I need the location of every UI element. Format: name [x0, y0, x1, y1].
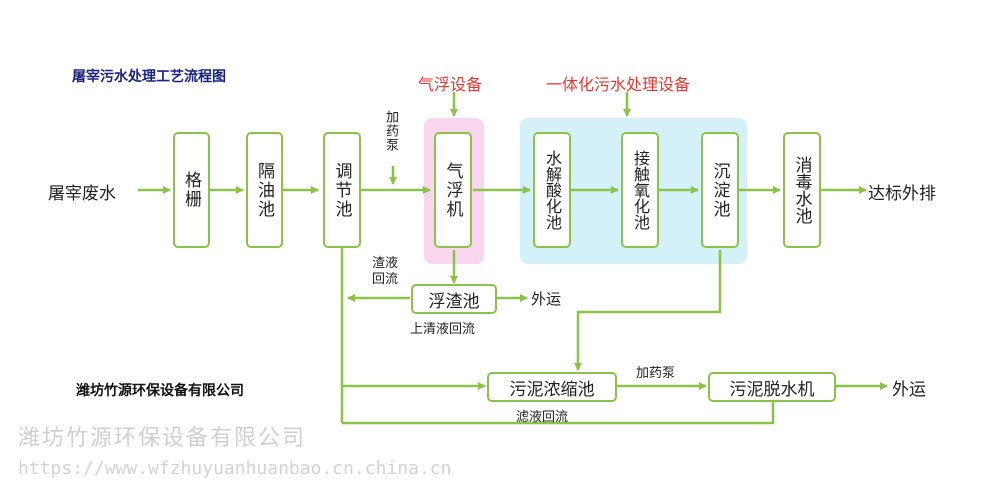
integrated-group-label: 一体化污水处理设备 — [546, 75, 691, 94]
contact-oxidation-box: 接触氧化池 — [621, 132, 659, 248]
hydrolysis-box: 水解酸化池 — [533, 132, 571, 248]
sedimentation-box: 沉淀池 — [701, 132, 739, 248]
disinfection-box: 消毒水池 — [783, 132, 821, 248]
scum-box: 浮渣池 — [411, 284, 497, 314]
watermark-url: https://www.wfzhuyuanhuanbao.cn.china.cn — [18, 458, 452, 479]
output-label: 达标外排 — [868, 184, 936, 204]
line-filtrate-loop — [342, 402, 775, 425]
flotation-box: 气浮机 — [434, 132, 472, 248]
scum-return-label-1: 渣液 — [372, 256, 399, 271]
sludge-thickener-box: 污泥浓缩池 — [487, 372, 617, 402]
arrow-sed-thickener — [574, 250, 722, 371]
scum-out-label: 外运 — [531, 290, 562, 308]
watermark-text: 潍坊竹源环保设备有限公司 — [18, 426, 307, 451]
sludge-dewatering-box: 污泥脱水机 — [708, 372, 836, 402]
dosing-pump-2-label: 加药泵 — [636, 366, 676, 381]
sludge-out-label: 外运 — [892, 380, 926, 400]
company-name: 潍坊竹源环保设备有限公司 — [76, 383, 244, 399]
scum-return-label-2: 回流 — [372, 272, 399, 287]
equalization-box: 调节池 — [323, 132, 361, 248]
filtrate-return-label: 滤液回流 — [516, 410, 569, 425]
dosing-pump-label: 加药泵 — [383, 110, 398, 152]
oil-trap-box: 隔油池 — [246, 132, 283, 248]
supernatant-return-label: 上清液回流 — [410, 322, 476, 337]
input-label: 屠宰废水 — [48, 184, 116, 204]
diagram-title: 屠宰污水处理工艺流程图 — [72, 69, 226, 85]
grid-box: 格栅 — [173, 132, 210, 248]
flotation-group-label: 气浮设备 — [418, 75, 483, 94]
